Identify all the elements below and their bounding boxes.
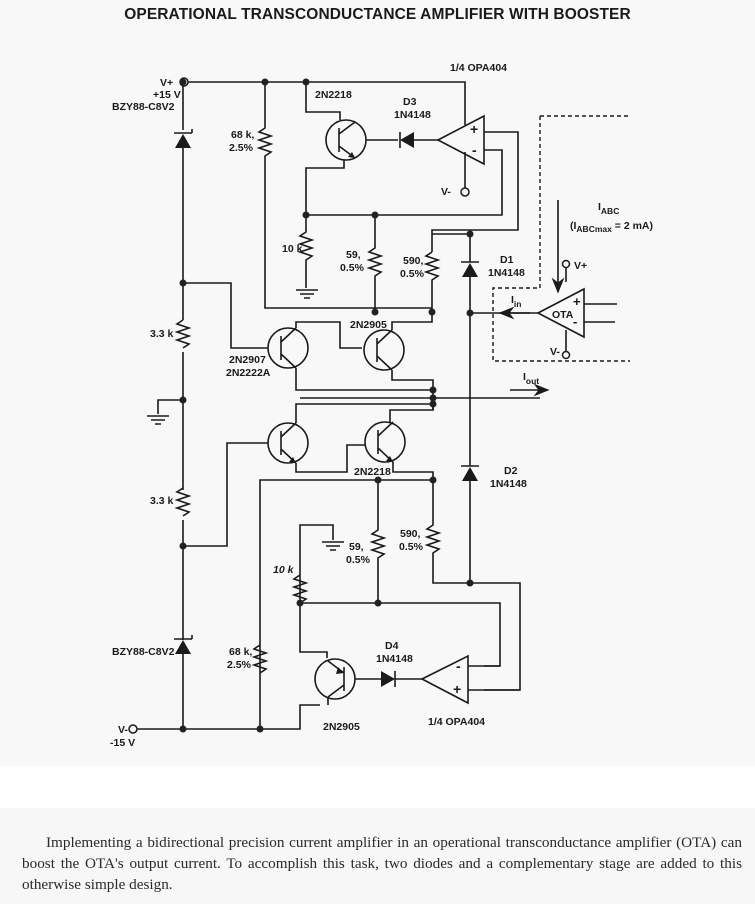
iin-label: Iin [511, 294, 521, 309]
r59-top-tol: 0.5% [340, 262, 365, 274]
opamp-top: + - [306, 114, 519, 252]
opamp-bottom-label: 1/4 OPA404 [428, 716, 485, 728]
d1-label: D1 [500, 254, 514, 266]
transistor-2n2907-2n2222a-top [183, 282, 433, 391]
diode-d2 [461, 397, 479, 583]
r59-bottom-label: 59, [349, 541, 364, 553]
iabc-label: IABC [598, 201, 619, 216]
v-minus-terminal [128, 724, 138, 734]
v-minus-rail [128, 704, 320, 734]
r590-bottom-label: 590, [400, 528, 421, 540]
iabc-max-label: (IABCmax = 2 mA) [570, 220, 653, 234]
r33k-top-label: 3.3 k [150, 328, 174, 340]
q-mid-right-top-label: 2N2905 [350, 319, 387, 331]
r590-bottom-tol: 0.5% [399, 541, 424, 553]
vplus-value: +15 V [153, 89, 181, 101]
r68k-bottom-tol: 2.5% [227, 659, 252, 671]
resistor-590-top [423, 251, 441, 312]
transistor-2n2905-bottom [299, 603, 381, 705]
d2-label: D2 [504, 465, 518, 477]
vminus-label: V- [118, 724, 128, 736]
r68k-top-label: 68 k, [231, 129, 254, 141]
transistor-2n2907-2n2222a-bottom [183, 403, 433, 547]
figure-caption: Implementing a bidirectional precision c… [22, 834, 742, 893]
transistor-2n2218-mid [364, 421, 434, 480]
resistor-68k-bottom [251, 479, 433, 729]
q-mid-left-label-2: 2N2222A [226, 367, 271, 379]
transistor-2n2905-mid [363, 312, 434, 390]
resistor-59-top [366, 215, 384, 312]
d4-label: D4 [385, 640, 399, 652]
r590-top-label: 590, [403, 255, 424, 267]
r68k-top-tol: 2.5% [229, 142, 254, 154]
diode-d4 [381, 671, 422, 687]
ota-vminus-label: V- [550, 346, 560, 358]
ground-icon-bottom [322, 541, 344, 551]
component-labels: V+ +15 V BZY88-C8V2 68 k, 2.5% 2N2218 D3… [110, 62, 653, 749]
r590-top-tol: 0.5% [400, 268, 425, 280]
resistor-10k-bottom [291, 524, 334, 605]
junction-dots [179, 78, 474, 733]
zener-bottom-label: BZY88-C8V2 [112, 646, 175, 658]
q-mid-right-bottom-label: 2N2218 [354, 466, 391, 478]
ota-vplus-label: V+ [574, 260, 587, 272]
zener-top-label: BZY88-C8V2 [112, 101, 175, 113]
svg-text:+: + [470, 121, 478, 137]
ground-icon-top [296, 289, 318, 299]
ota-block: OTA + - [492, 115, 630, 362]
q-mid-left-label-1: 2N2907 [229, 354, 266, 366]
d1-part: 1N4148 [488, 267, 525, 279]
d3-label: D3 [403, 96, 417, 108]
opamp-bottom: - + [420, 654, 520, 705]
transistor-2n2218-top [305, 82, 398, 215]
r59-bottom-tol: 0.5% [346, 554, 371, 566]
q-top-label: 2N2218 [315, 89, 352, 101]
diode-d1 [461, 234, 479, 397]
resistor-68k-top [256, 82, 432, 309]
resistor-3-3k-bottom [174, 487, 192, 517]
svg-text:+: + [573, 294, 581, 309]
svg-text:OTA: OTA [552, 309, 574, 321]
caption-panel [0, 808, 755, 904]
resistor-10k-top [297, 215, 315, 288]
output-node [300, 390, 540, 422]
svg-text:-: - [573, 314, 577, 329]
r59-top-label: 59, [346, 249, 361, 261]
zener-diode-bottom [174, 635, 193, 654]
resistor-59-bottom [369, 480, 387, 603]
d2-part: 1N4148 [490, 478, 527, 490]
circuit-schematic: + - [110, 62, 653, 749]
svg-text:-: - [456, 658, 461, 674]
r33k-bottom-label: 3.3 k [150, 495, 174, 507]
svg-text:-: - [472, 142, 477, 158]
opamp-top-label: 1/4 OPA404 [450, 62, 507, 74]
r10k-top-label: 10 k [282, 243, 303, 255]
left-bias-chain [147, 82, 193, 729]
schematic-panel [0, 0, 755, 766]
resistor-3-3k-top [174, 319, 192, 349]
resistor-590-bottom [424, 480, 521, 691]
r10k-bottom-label: 10 k [273, 564, 295, 576]
diagram-title: OPERATIONAL TRANSCONDUCTANCE AMPLIFIER W… [124, 6, 631, 23]
vminus-value: -15 V [110, 737, 135, 749]
q-bottom-label: 2N2905 [323, 721, 360, 733]
zener-diode-top [174, 129, 193, 148]
opamp-top-vminus: V- [441, 186, 451, 198]
r68k-bottom-label: 68 k, [229, 646, 252, 658]
vplus-label: V+ [160, 77, 173, 89]
d3-part: 1N4148 [394, 109, 431, 121]
d4-part: 1N4148 [376, 653, 413, 665]
diode-d3 [399, 132, 438, 148]
ground-icon-mid [147, 415, 169, 425]
iout-label: Iout [523, 371, 539, 386]
svg-text:+: + [453, 681, 461, 697]
